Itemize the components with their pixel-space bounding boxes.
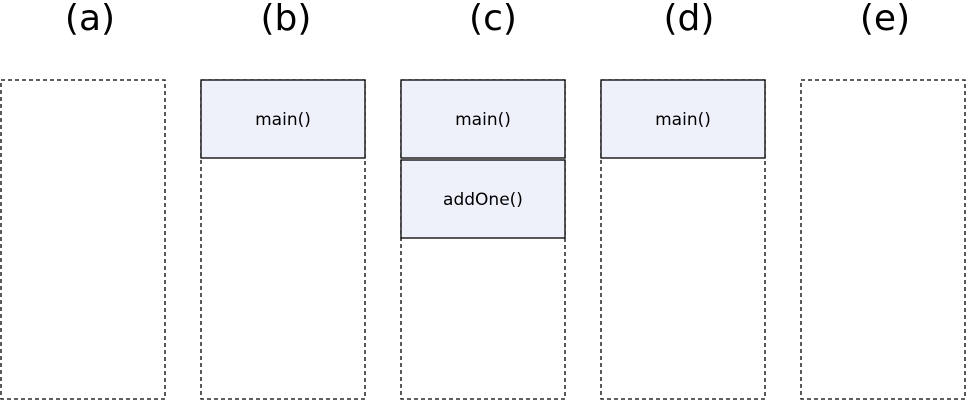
stack-frame-main: [400, 79, 566, 159]
panel-a: (a): [0, 0, 166, 400]
frame-label-main: main(): [255, 110, 311, 130]
panel-b: (b) main(): [200, 0, 366, 400]
panel-e: (e): [800, 0, 966, 400]
panel-label-c: (c): [469, 0, 517, 39]
stack-frame-main: [600, 79, 766, 159]
panel-label-d: (d): [664, 0, 715, 39]
frame-label-addone: addOne(): [443, 190, 523, 210]
panel-c: (c) main() addOne(): [400, 0, 566, 400]
panel-d: (d) main(): [600, 0, 766, 400]
stack-outline-e: [800, 79, 966, 400]
panel-label-b: (b): [261, 0, 312, 39]
stack-frame-addone: [400, 159, 566, 239]
frame-label-main: main(): [455, 110, 511, 130]
panel-label-e: (e): [860, 0, 910, 39]
stack-outline-a: [0, 79, 166, 400]
frame-label-main: main(): [655, 110, 711, 130]
stack-frame-main: [200, 79, 366, 159]
panel-label-a: (a): [65, 0, 115, 39]
